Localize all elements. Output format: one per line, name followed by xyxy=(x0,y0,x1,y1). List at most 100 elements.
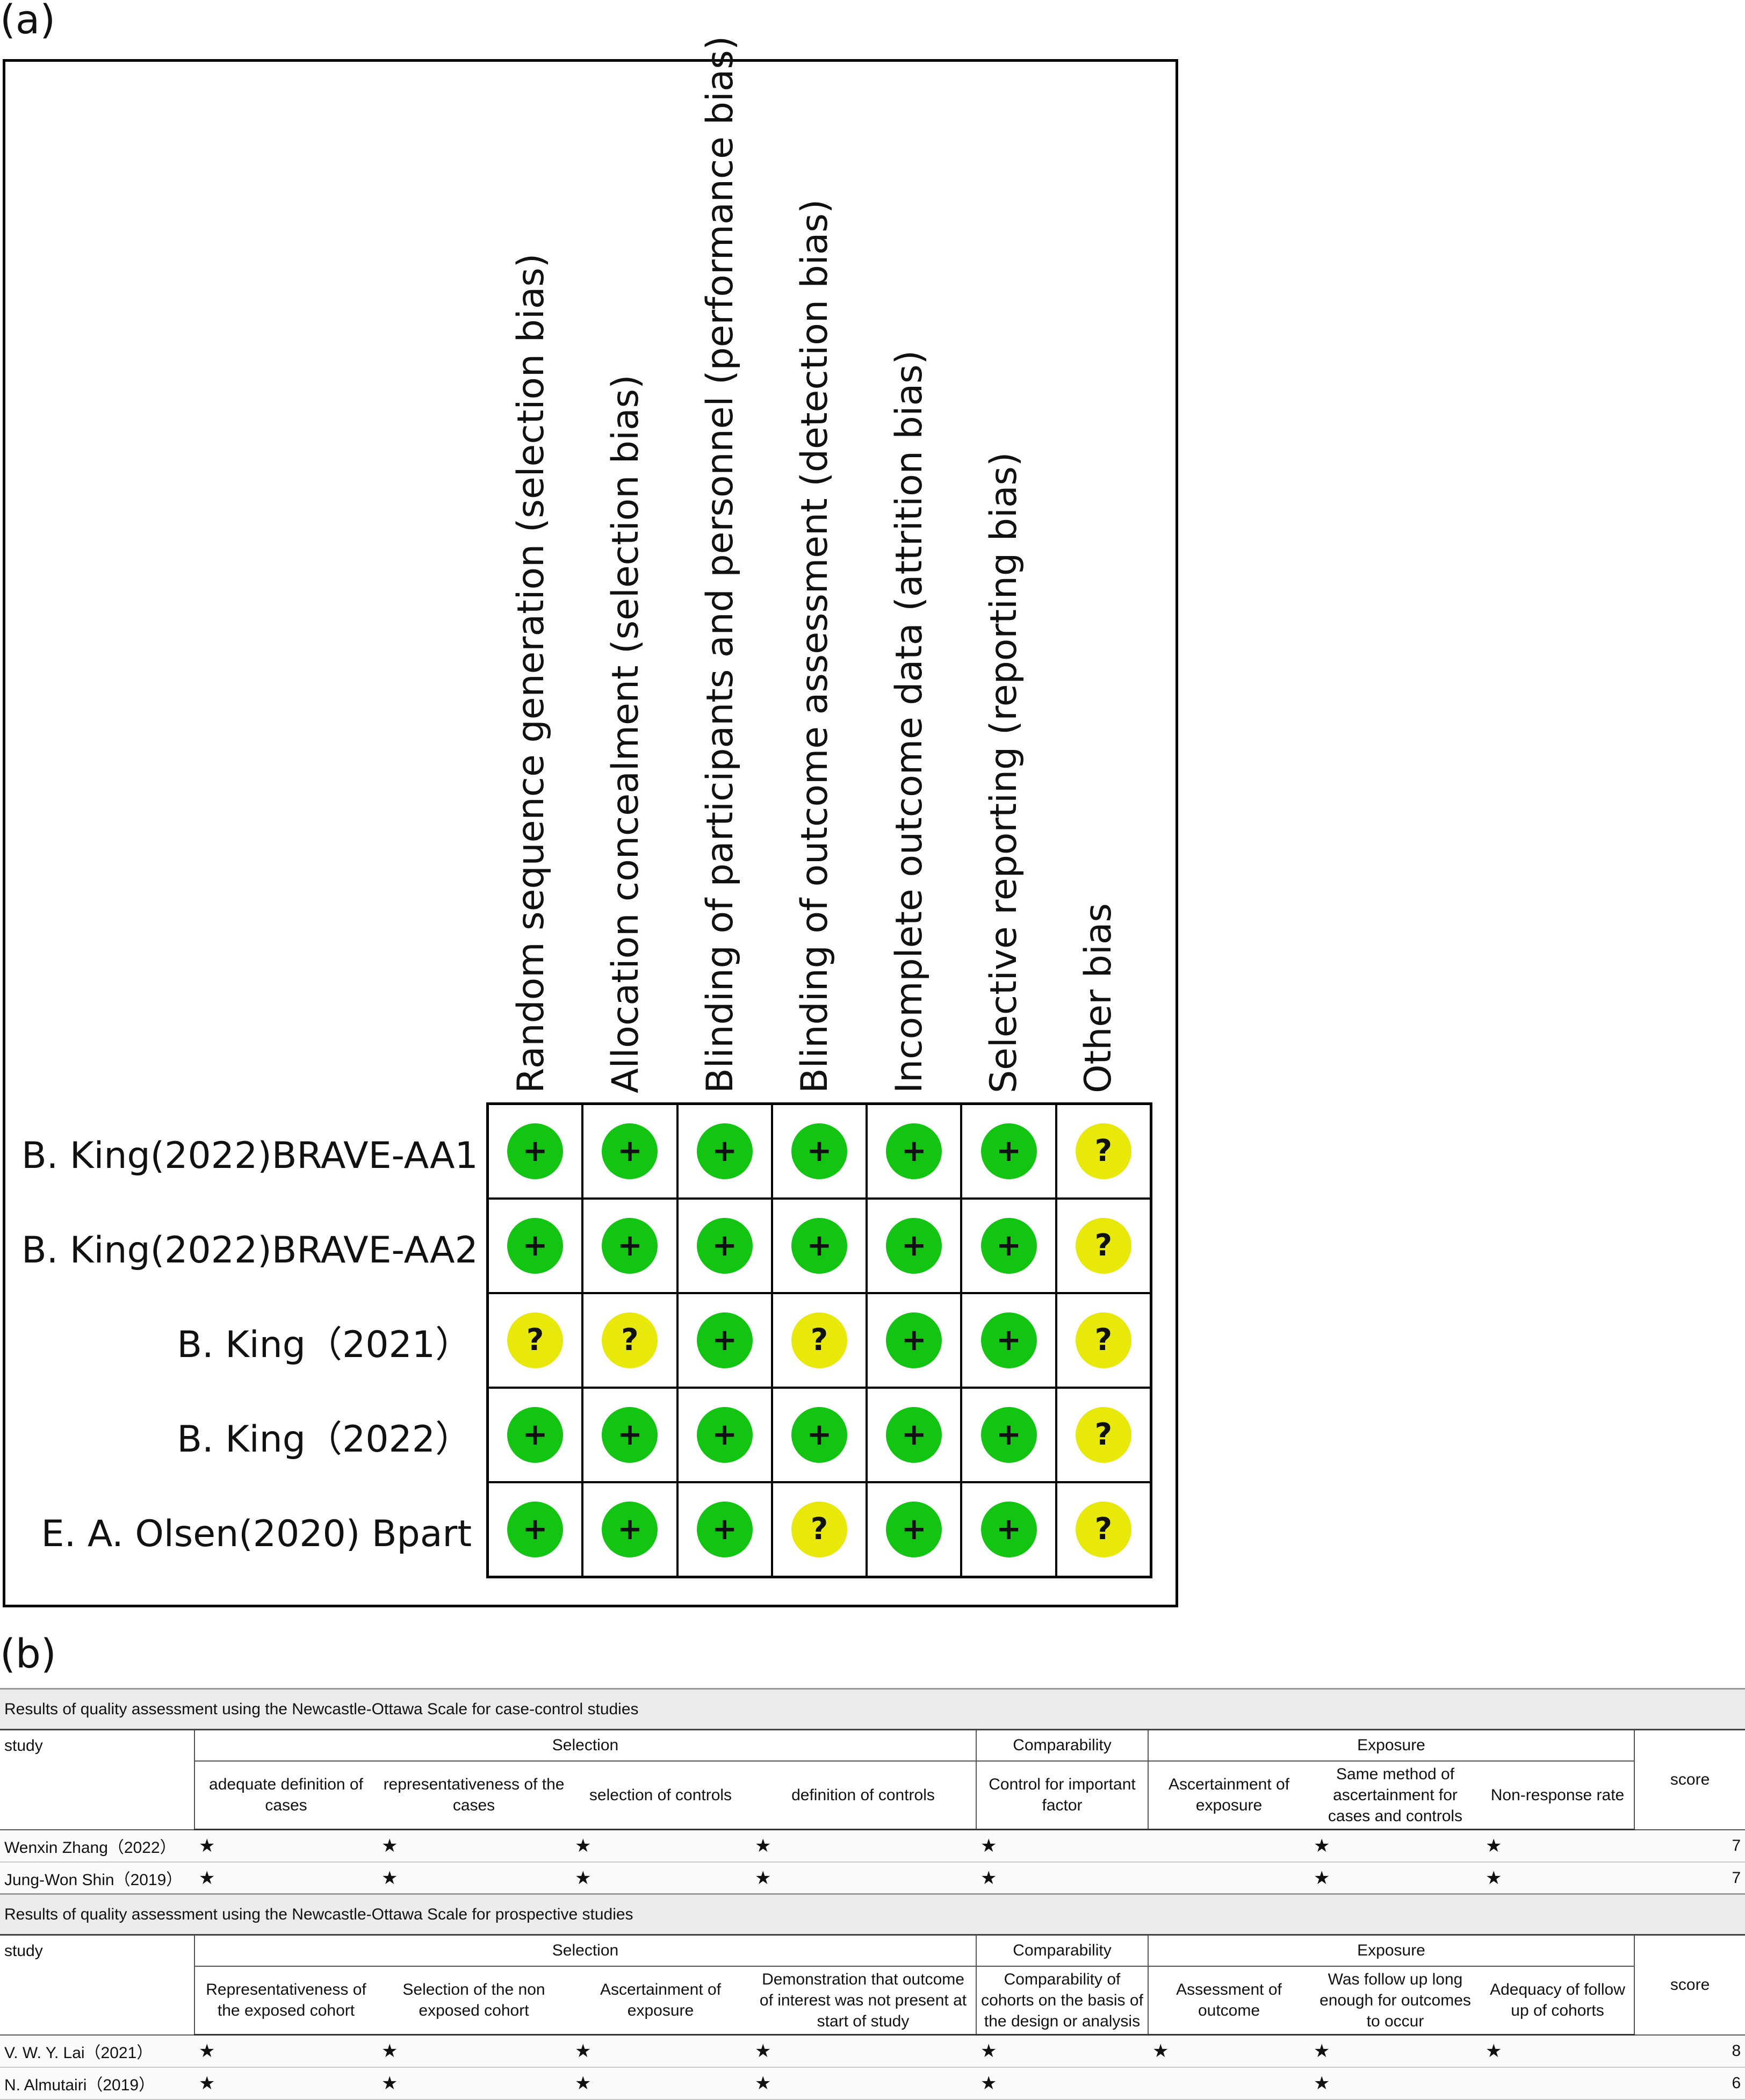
low-risk-icon: + xyxy=(980,1312,1037,1368)
prospective-caption: Results of quality assessment using the … xyxy=(0,1893,1745,1936)
criterion-header: Control for important factor xyxy=(976,1760,1149,1830)
unclear-risk-icon: ? xyxy=(791,1502,847,1557)
star-mark: ★ xyxy=(1309,1829,1481,1863)
star-mark: ★ xyxy=(377,2067,571,2100)
unclear-risk-icon: ? xyxy=(507,1312,564,1368)
judgement-cell: + xyxy=(962,1389,1055,1481)
low-risk-icon: + xyxy=(507,1123,564,1179)
star-mark: ★ xyxy=(751,1829,976,1863)
criterion-header: Ascertainment of exposure xyxy=(1148,1760,1309,1830)
judgement-cell: + xyxy=(489,1389,582,1481)
criterion-header: Comparability of cohorts on the basis of… xyxy=(976,1966,1149,2036)
case-control-nos-table: Results of quality assessment using the … xyxy=(0,1688,1745,1895)
judgement-cell: + xyxy=(583,1483,676,1576)
judgement-cell: + xyxy=(489,1483,582,1576)
judgement-cell: + xyxy=(489,1105,582,1197)
low-risk-icon: + xyxy=(696,1502,753,1557)
star-mark: ★ xyxy=(571,1861,751,1895)
judgement-cell: + xyxy=(773,1389,866,1481)
study-name: N. Almutairi（2019） xyxy=(0,2067,194,2100)
low-risk-icon: + xyxy=(602,1407,658,1463)
domain-label: Incomplete outcome data (attrition bias) xyxy=(888,350,931,1093)
low-risk-icon: + xyxy=(980,1502,1037,1557)
low-risk-icon: + xyxy=(791,1218,847,1274)
unclear-risk-icon: ? xyxy=(602,1312,658,1368)
star-mark: ★ xyxy=(1481,1829,1634,1863)
star-mark: ★ xyxy=(194,1829,377,1863)
star-mark xyxy=(1148,1829,1309,1863)
comparability-group-header: Comparability xyxy=(976,1935,1149,1967)
panel-b-label: (b) xyxy=(0,1631,56,1677)
star-mark: ★ xyxy=(1309,1861,1481,1895)
low-risk-icon: + xyxy=(602,1218,658,1274)
judgement-cell: + xyxy=(678,1294,771,1387)
judgement-cell: + xyxy=(773,1200,866,1292)
star-mark: ★ xyxy=(751,1861,976,1895)
star-mark: ★ xyxy=(1309,2034,1481,2068)
star-mark: ★ xyxy=(377,1829,571,1863)
star-mark: ★ xyxy=(1309,2067,1481,2100)
judgement-cell: + xyxy=(678,1389,771,1481)
domain-label: Blinding of outcome assessment (detectio… xyxy=(794,199,836,1093)
study-name: V. W. Y. Lai（2021） xyxy=(0,2034,194,2068)
criterion-header: Adequacy of follow up of cohorts xyxy=(1481,1966,1635,2036)
judgement-cell: + xyxy=(868,1483,961,1576)
star-mark xyxy=(1148,2067,1309,2100)
low-risk-icon: + xyxy=(886,1218,942,1274)
risk-of-bias-grid: ++++++?++++++???+?++?++++++?+++?++? xyxy=(486,1102,1152,1578)
judgement-cell: + xyxy=(678,1200,771,1292)
low-risk-icon: + xyxy=(886,1407,942,1463)
exposure-group-header: Exposure xyxy=(1148,1729,1635,1762)
score-column-header: score xyxy=(1634,1729,1745,1830)
criterion-header: Same method of ascertainment for cases a… xyxy=(1309,1760,1481,1830)
judgement-cell: ? xyxy=(583,1294,676,1387)
judgement-cell: + xyxy=(678,1105,771,1197)
study-name: Jung-Won Shin（2019） xyxy=(0,1861,194,1895)
judgement-cell: + xyxy=(962,1200,1055,1292)
judgement-cell: ? xyxy=(1057,1389,1150,1481)
star-mark: ★ xyxy=(571,1829,751,1863)
score-value: 8 xyxy=(1634,2034,1745,2068)
study-label: B. King(2022)BRAVE-AA2 xyxy=(21,1229,478,1272)
low-risk-icon: + xyxy=(696,1407,753,1463)
criterion-header: Was follow up long enough for outcomes t… xyxy=(1309,1966,1481,2036)
study-column-header: study xyxy=(0,1729,195,1830)
selection-group-header: Selection xyxy=(194,1729,977,1762)
score-value: 6 xyxy=(1634,2067,1745,2100)
judgement-cell: + xyxy=(962,1105,1055,1197)
domain-label: Other bias xyxy=(1077,903,1120,1093)
judgement-cell: + xyxy=(489,1200,582,1292)
criterion-header: Representativeness of the exposed cohort xyxy=(194,1966,377,2036)
star-mark: ★ xyxy=(377,2034,571,2068)
criterion-header: Non-response rate xyxy=(1481,1760,1635,1830)
star-mark: ★ xyxy=(571,2067,751,2100)
low-risk-icon: + xyxy=(696,1123,753,1179)
unclear-risk-icon: ? xyxy=(1075,1407,1131,1463)
judgement-cell: + xyxy=(678,1483,771,1576)
judgement-cell: ? xyxy=(1057,1294,1150,1387)
star-mark: ★ xyxy=(571,2034,751,2068)
study-label: B. King(2022)BRAVE-AA1 xyxy=(21,1135,478,1177)
star-mark xyxy=(1148,1861,1309,1895)
star-mark: ★ xyxy=(751,2067,976,2100)
panel-a-label: (a) xyxy=(0,0,56,43)
table-row: Wenxin Zhang（2022） ★ ★ ★ ★ ★ ★ ★ 7 xyxy=(0,1829,1745,1863)
low-risk-icon: + xyxy=(602,1123,658,1179)
judgement-cell: + xyxy=(962,1294,1055,1387)
comparability-group-header: Comparability xyxy=(976,1729,1149,1762)
low-risk-icon: + xyxy=(507,1218,564,1274)
unclear-risk-icon: ? xyxy=(1075,1502,1131,1557)
low-risk-icon: + xyxy=(980,1407,1037,1463)
score-value: 7 xyxy=(1634,1829,1745,1863)
domain-label: Blinding of participants and personnel (… xyxy=(699,35,741,1093)
star-mark: ★ xyxy=(194,2067,377,2100)
judgement-cell: + xyxy=(962,1483,1055,1576)
star-mark: ★ xyxy=(976,1829,1148,1863)
table-row: N. Almutairi（2019） ★ ★ ★ ★ ★ ★ 6 xyxy=(0,2067,1745,2100)
star-mark: ★ xyxy=(1148,2034,1309,2068)
prospective-nos-table: Results of quality assessment using the … xyxy=(0,1893,1745,2100)
unclear-risk-icon: ? xyxy=(791,1312,847,1368)
judgement-cell: ? xyxy=(1057,1105,1150,1197)
risk-of-bias-figure xyxy=(3,59,1178,1607)
domain-label: Random sequence generation (selection bi… xyxy=(510,253,552,1093)
